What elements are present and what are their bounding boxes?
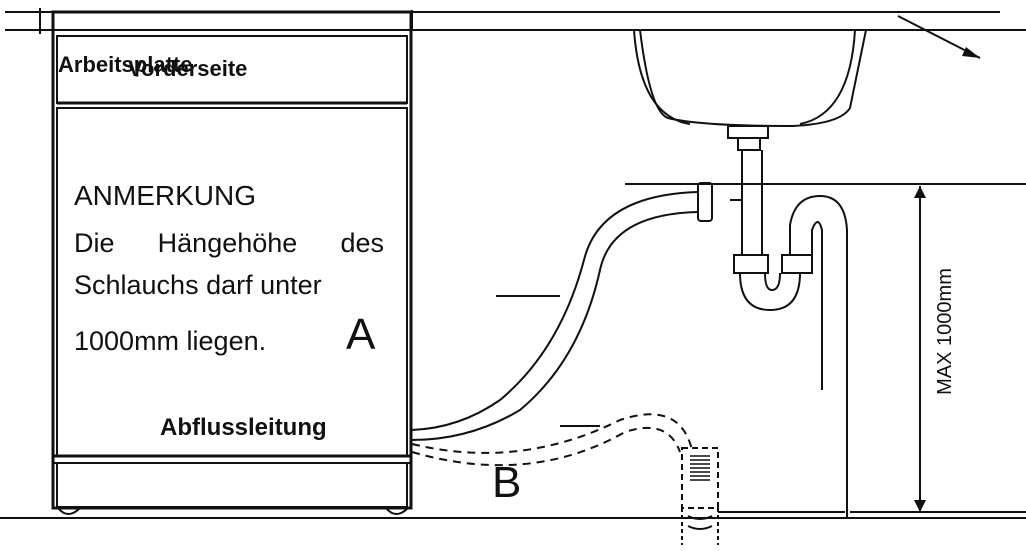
- label-front: Vorderseite: [128, 56, 248, 81]
- note-line-1: Die Hängehöhe des: [74, 228, 384, 258]
- sink: [622, 29, 867, 151]
- marker-b: B: [492, 458, 522, 507]
- drain-grille: [690, 455, 710, 481]
- drain-hose-dashed: [411, 413, 693, 467]
- note-title: ANMERKUNG: [74, 180, 257, 211]
- label-drain-line: Abflussleitung: [160, 414, 327, 441]
- siphon: [697, 150, 848, 518]
- dishwasher: [51, 10, 413, 515]
- dimension-line: [850, 186, 1026, 513]
- label-countertop: Arbeitsplatte: [58, 52, 193, 77]
- marker-a: A: [346, 310, 376, 359]
- floor-drain: [681, 447, 845, 545]
- drain-hose-solid: [411, 191, 699, 441]
- label-max-height: MAX 1000mm: [933, 268, 956, 395]
- direction-arrow: [897, 15, 981, 59]
- note-line-3: 1000mm liegen.: [74, 326, 267, 356]
- note-line-2: Schlauchs darf unter: [74, 270, 322, 300]
